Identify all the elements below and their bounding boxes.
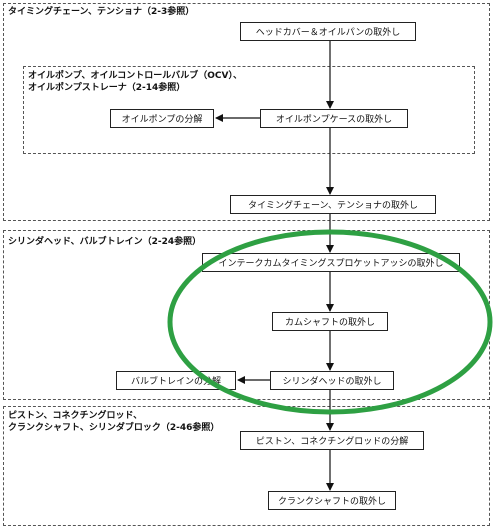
node-cylinder-head-removal: シリンダヘッドの取外し [270,371,394,390]
node-piston-rod-disassembly: ピストン、コネクチングロッドの分解 [240,431,424,450]
region-piston-crankshaft [3,406,490,526]
region-timing-chain [3,3,490,221]
highlight-ellipse [167,229,493,415]
region-oil-pump [23,66,475,154]
node-oil-pump-disassembly: オイルポンプの分解 [110,109,214,128]
region-cylinder-head-label: シリンダヘッド、バルブトレイン（2-24参照） [8,237,202,247]
node-intake-cam-sprocket-removal: インテークカムタイミングスプロケットアッシの取外し [202,253,460,272]
region-piston-crankshaft-label: ピストン、コネクチングロッド、 クランクシャフト、シリンダブロック（2-46参照… [8,411,220,433]
node-oil-pump-case-removal: オイルポンプケースの取外し [260,109,408,128]
node-camshaft-removal: カムシャフトの取外し [272,312,388,331]
node-crankshaft-removal: クランクシャフトの取外し [268,491,396,510]
region-oil-pump-label: オイルポンプ、オイルコントロールバルブ（OCV）、 オイルポンプストレーナ（2-… [28,71,243,93]
node-head-cover-removal: ヘッドカバー＆オイルパンの取外し [240,22,416,41]
region-timing-chain-label: タイミングチェーン、テンショナ（2-3参照） [8,7,195,17]
node-timing-chain-removal: タイミングチェーン、テンショナの取外し [230,195,436,214]
node-valve-train-disassembly: バルブトレインの分解 [116,371,236,390]
